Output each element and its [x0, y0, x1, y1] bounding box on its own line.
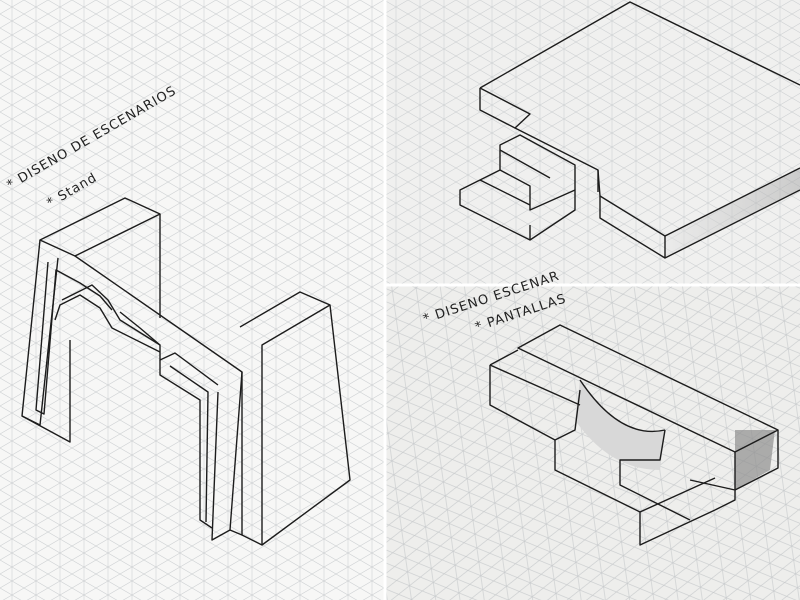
- stand-sketch: [21, 197, 351, 546]
- screens-sketch: [489, 324, 779, 546]
- stairs-slab-sketch: [459, 1, 800, 259]
- panel-screens: [386, 286, 800, 600]
- panel-stairs-slab: [386, 0, 800, 284]
- panel-stand: [0, 0, 384, 600]
